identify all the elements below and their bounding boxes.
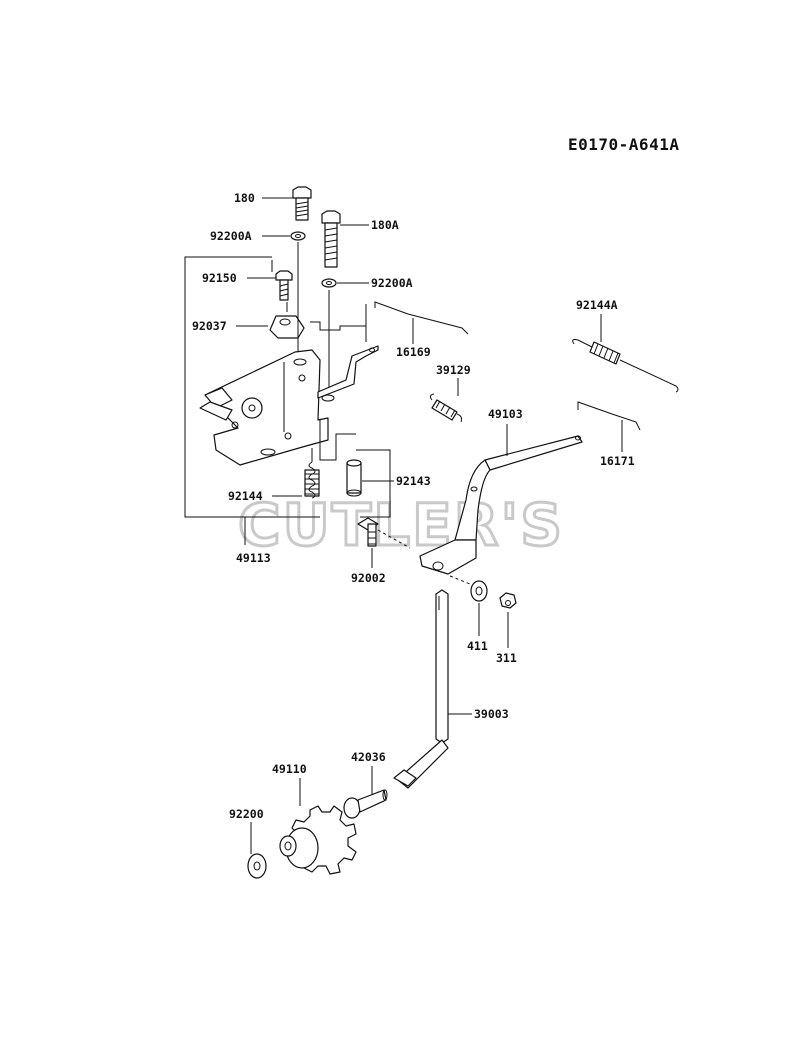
bolt-180a bbox=[321, 210, 341, 268]
label-92150: 92150 bbox=[202, 271, 237, 285]
bolt-180 bbox=[292, 186, 312, 221]
gear-49110 bbox=[279, 805, 357, 875]
screw-92150 bbox=[275, 270, 293, 301]
label-39129: 39129 bbox=[436, 363, 471, 377]
label-92144: 92144 bbox=[228, 489, 263, 503]
rod-16169 bbox=[374, 301, 469, 344]
rod-39003 bbox=[393, 589, 449, 789]
watermark: CUTLER'S bbox=[238, 491, 564, 559]
spring-92144a bbox=[572, 339, 679, 393]
bolt-92002 bbox=[357, 517, 411, 549]
label-49103: 49103 bbox=[488, 407, 523, 421]
washer-92200a-2 bbox=[321, 278, 337, 288]
washer-92200a-1 bbox=[290, 231, 306, 241]
label-411: 411 bbox=[467, 639, 488, 653]
label-180: 180 bbox=[234, 191, 255, 205]
label-180a: 180A bbox=[371, 218, 399, 232]
label-49113: 49113 bbox=[236, 551, 271, 565]
label-39003: 39003 bbox=[474, 707, 509, 721]
label-311: 311 bbox=[496, 651, 517, 665]
label-92144a: 92144A bbox=[576, 298, 618, 312]
label-92037: 92037 bbox=[192, 319, 227, 333]
plate-arm bbox=[317, 345, 379, 399]
assembly-box-49113 bbox=[184, 256, 320, 518]
spring-39129 bbox=[429, 393, 462, 423]
label-16171: 16171 bbox=[600, 454, 635, 468]
label-92143: 92143 bbox=[396, 474, 431, 488]
label-16169: 16169 bbox=[396, 345, 431, 359]
washer-92200 bbox=[247, 853, 267, 879]
clamp-92037 bbox=[269, 315, 305, 339]
label-92200a-2: 92200A bbox=[371, 276, 413, 290]
label-49110: 49110 bbox=[272, 762, 307, 776]
pin-42036 bbox=[343, 789, 388, 819]
control-plate bbox=[199, 349, 335, 466]
lever-49103 bbox=[419, 435, 583, 575]
washer-411 bbox=[470, 580, 488, 602]
label-92200a-1: 92200A bbox=[210, 229, 252, 243]
label-92200: 92200 bbox=[229, 807, 264, 821]
label-42036: 42036 bbox=[351, 750, 386, 764]
label-92002: 92002 bbox=[351, 571, 386, 585]
rod-16171 bbox=[577, 401, 641, 452]
diagram-code: E0170-A641A bbox=[568, 135, 679, 154]
spring-92144 bbox=[304, 448, 320, 499]
collar-92143 bbox=[346, 459, 362, 497]
